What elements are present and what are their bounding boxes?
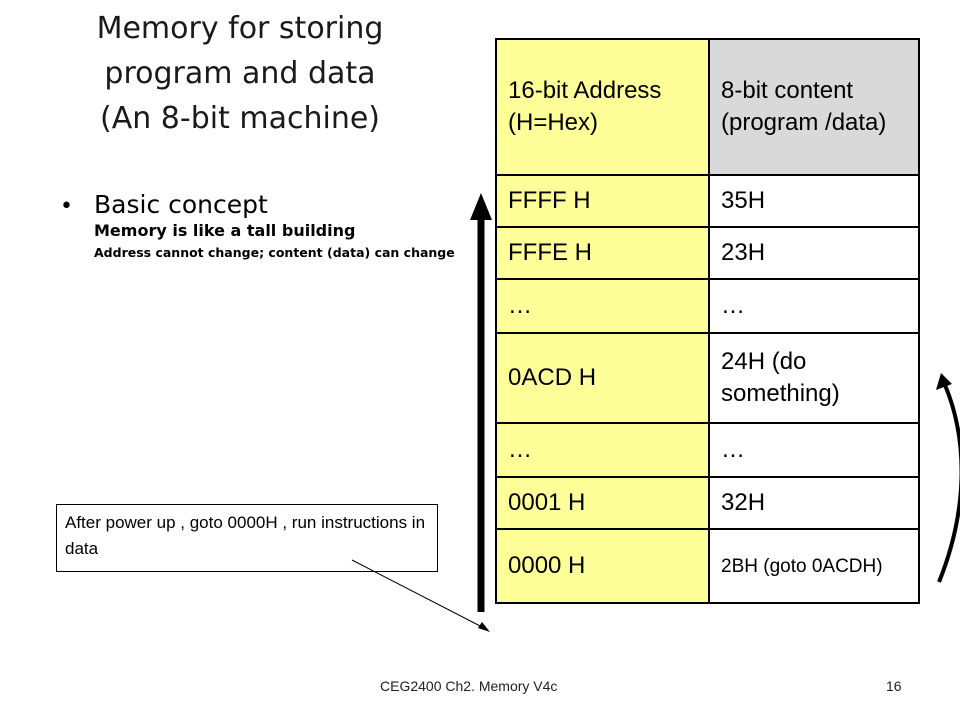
cell-address: FFFE H bbox=[495, 226, 710, 280]
slide-title: Memory for storing program and data (An … bbox=[40, 6, 440, 141]
up-arrow-icon bbox=[470, 193, 492, 612]
cell-address: 0001 H bbox=[495, 476, 710, 530]
cell-content: 32H bbox=[708, 476, 920, 530]
bullet-dot-icon: • bbox=[60, 194, 73, 219]
table-row: 0001 H 32H bbox=[495, 476, 920, 530]
table-row: 0000 H 2BH (goto 0ACDH) bbox=[495, 528, 920, 604]
table-row: FFFF H 35H bbox=[495, 174, 920, 228]
bullet-item: • Basic concept bbox=[60, 190, 460, 219]
cell-content: 24H (do something) bbox=[708, 332, 920, 424]
cell-address: … bbox=[495, 422, 710, 478]
table-header-row: 16-bit Address (H=Hex) 8-bit content (pr… bbox=[495, 38, 920, 176]
memory-table: 16-bit Address (H=Hex) 8-bit content (pr… bbox=[495, 38, 920, 604]
title-line-3: (An 8-bit machine) bbox=[100, 101, 380, 136]
cell-address: 0000 H bbox=[495, 528, 710, 604]
cell-content: … bbox=[708, 422, 920, 478]
footer-course: CEG2400 Ch2. Memory V4c bbox=[380, 678, 558, 694]
pointer-line-icon bbox=[351, 559, 490, 632]
cell-address: … bbox=[495, 278, 710, 334]
note-box: After power up , goto 0000H , run instru… bbox=[56, 504, 438, 572]
cell-content: 23H bbox=[708, 226, 920, 280]
header-address: 16-bit Address (H=Hex) bbox=[495, 38, 710, 176]
table-row: … … bbox=[495, 278, 920, 334]
cell-address: 0ACD H bbox=[495, 332, 710, 424]
footer-page-number: 16 bbox=[886, 678, 902, 694]
bullet-main-text: Basic concept bbox=[94, 190, 268, 219]
cell-content: … bbox=[708, 278, 920, 334]
table-row: … … bbox=[495, 422, 920, 478]
cell-content: 2BH (goto 0ACDH) bbox=[708, 528, 920, 604]
header-content: 8-bit content (program /data) bbox=[708, 38, 920, 176]
table-row: 0ACD H 24H (do something) bbox=[495, 332, 920, 424]
bullet-sub-heading: Memory is like a tall building bbox=[94, 221, 356, 240]
curved-arrow-icon bbox=[936, 373, 960, 583]
bullet-sub-detail: Address cannot change; content (data) ca… bbox=[94, 245, 455, 260]
cell-address: FFFF H bbox=[495, 174, 710, 228]
table-row: FFFE H 23H bbox=[495, 226, 920, 280]
cell-content: 35H bbox=[708, 174, 920, 228]
title-line-1: Memory for storing bbox=[96, 11, 384, 46]
title-line-2: program and data bbox=[104, 56, 376, 91]
bullet-list: • Basic concept Memory is like a tall bu… bbox=[60, 190, 460, 263]
